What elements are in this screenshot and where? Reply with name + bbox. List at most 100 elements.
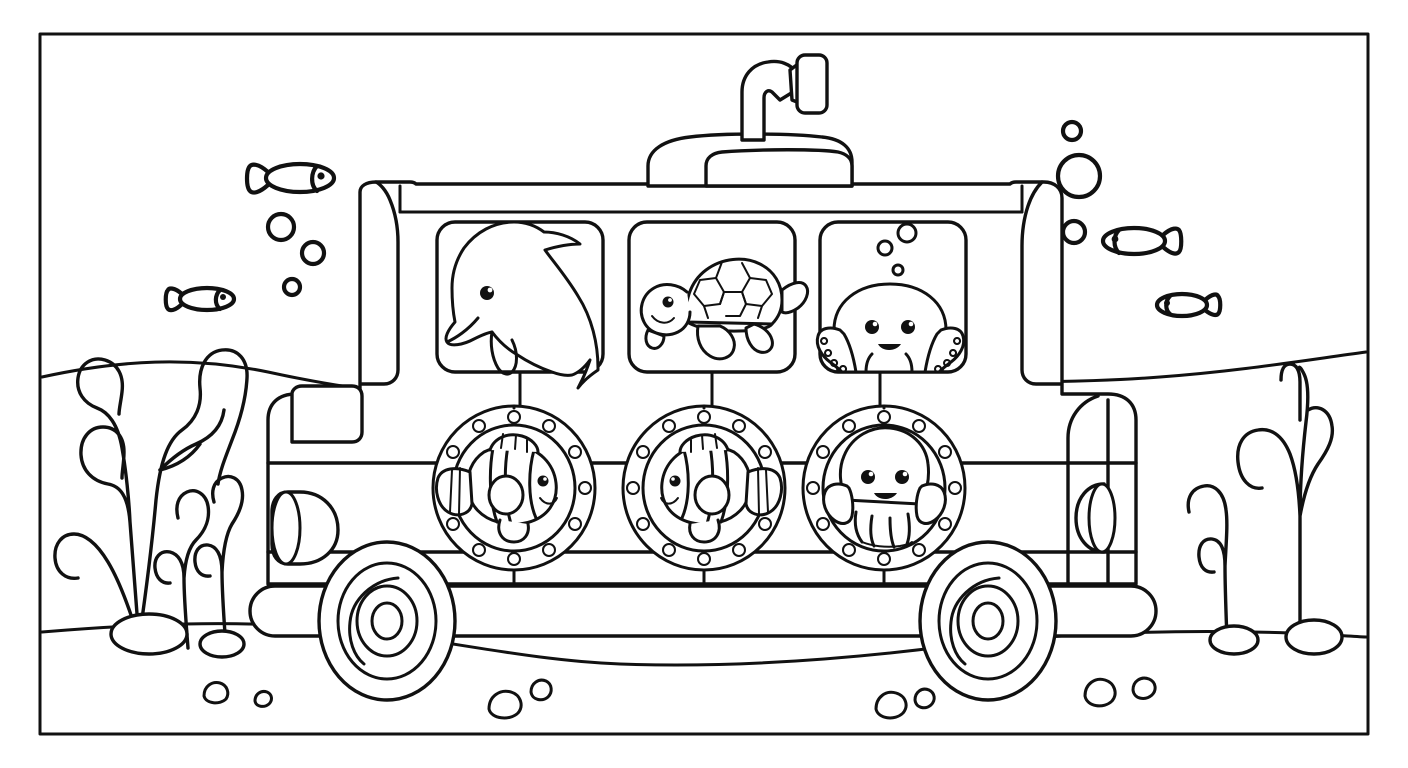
octopus-leg-curl <box>861 541 913 548</box>
octopus-suckers-right <box>934 337 962 373</box>
rivet <box>758 517 772 531</box>
rivet <box>542 543 556 557</box>
rivet <box>938 517 952 531</box>
bubble <box>281 276 303 298</box>
octopus-tentacle-right <box>914 482 947 525</box>
turtle-icon <box>639 257 810 361</box>
dolphin-eye <box>480 286 494 300</box>
fish-eye <box>1111 235 1119 243</box>
rivet <box>446 445 460 459</box>
turtle-rear-flipper <box>744 322 774 354</box>
octopus-eye-right-glint <box>908 321 914 327</box>
clownfish-lower-fin <box>497 518 530 544</box>
octopus-leg-1 <box>853 510 864 544</box>
dolphin-flipper <box>489 330 518 376</box>
octopus-suckers-left <box>820 337 848 373</box>
rivet <box>816 445 830 459</box>
rear-panel-divider <box>1066 394 1100 586</box>
fish-tail <box>244 162 271 195</box>
fish-gill <box>213 287 223 312</box>
octopus-eye-right <box>901 320 915 334</box>
cabin-window-2 <box>627 220 810 410</box>
coral-left-group <box>53 348 249 659</box>
rivet <box>636 445 650 459</box>
fish-tail <box>1202 292 1223 318</box>
clownfish-eye <box>537 475 549 487</box>
rear-wheel <box>918 540 1058 702</box>
page-border <box>38 32 1370 736</box>
rivet <box>842 419 856 433</box>
bubble <box>299 239 327 267</box>
coral-left-branch-upper <box>137 348 249 642</box>
rivet <box>842 543 856 557</box>
octopus-tentacle-left <box>822 482 855 525</box>
rivet <box>636 517 650 531</box>
porthole-2 <box>621 404 787 586</box>
fish-eye <box>1164 300 1170 306</box>
clownfish-tail <box>434 467 474 517</box>
wheel-highlight-arc <box>348 576 400 666</box>
clownfish-pectoral-fin <box>693 474 731 516</box>
cabin-left-fairing <box>360 180 400 386</box>
rear-light-lens <box>1087 482 1117 554</box>
coral-right-main-top <box>1279 362 1302 422</box>
coral-left-extra <box>193 474 245 650</box>
bubbles-left <box>265 211 327 298</box>
rivet <box>446 517 460 531</box>
porthole-rivets <box>806 410 962 566</box>
turtle-eye <box>662 296 674 308</box>
fish-body <box>1100 225 1168 257</box>
front-headlight-lens <box>270 490 302 566</box>
pebble <box>253 690 273 708</box>
clownfish-icon-right <box>434 433 558 544</box>
rivet <box>732 543 746 557</box>
rivet <box>507 410 521 424</box>
shell-cell <box>719 291 747 317</box>
octopus-leg-3 <box>888 516 896 549</box>
decor-fish-right-1 <box>1100 225 1184 257</box>
front-nose-panel <box>290 384 364 444</box>
rivet <box>472 543 486 557</box>
wheel-hub-inner <box>370 601 404 641</box>
clownfish-smile <box>660 497 679 505</box>
coral-left-small <box>153 489 211 650</box>
rivet <box>758 445 772 459</box>
clownfish-stripe-2 <box>680 448 690 520</box>
decor-fish-right-2 <box>1154 291 1223 319</box>
clownfish-stripe-2 <box>528 448 538 520</box>
octopus-eye-right-glint <box>902 471 908 477</box>
rivet <box>877 552 891 566</box>
octopus-porthole-icon <box>822 426 947 549</box>
turtle-foot <box>644 328 666 350</box>
front-wheel <box>317 540 457 702</box>
coral-right-main <box>1236 365 1335 630</box>
fish-eye <box>220 294 226 300</box>
rock-left-large <box>109 612 189 656</box>
clownfish-smile <box>539 497 558 505</box>
rivet <box>626 481 640 495</box>
rivet <box>697 410 711 424</box>
rock-right-large <box>1284 618 1344 656</box>
cabin-window-3 <box>815 220 968 410</box>
clownfish-icon-left <box>660 433 784 544</box>
octopus-eye-left <box>865 320 879 334</box>
rivet <box>507 552 521 566</box>
rivet <box>806 481 820 495</box>
cabin-right-fairing <box>1020 180 1062 386</box>
octopus-mouth <box>878 344 901 350</box>
wheel-hub-inner <box>971 601 1005 641</box>
pebble <box>1131 676 1157 700</box>
pebble <box>529 678 553 702</box>
octopus-eye-right <box>895 470 909 484</box>
rock-left-small <box>198 629 246 659</box>
rivet <box>662 419 676 433</box>
fish-tail <box>163 286 185 313</box>
wheel-highlight-arc <box>949 576 1001 666</box>
cabin-window-1 <box>435 220 605 410</box>
porthole-1 <box>431 404 597 586</box>
octopus-bubble <box>876 239 894 257</box>
bubble <box>1060 218 1088 246</box>
pebble <box>913 687 936 710</box>
